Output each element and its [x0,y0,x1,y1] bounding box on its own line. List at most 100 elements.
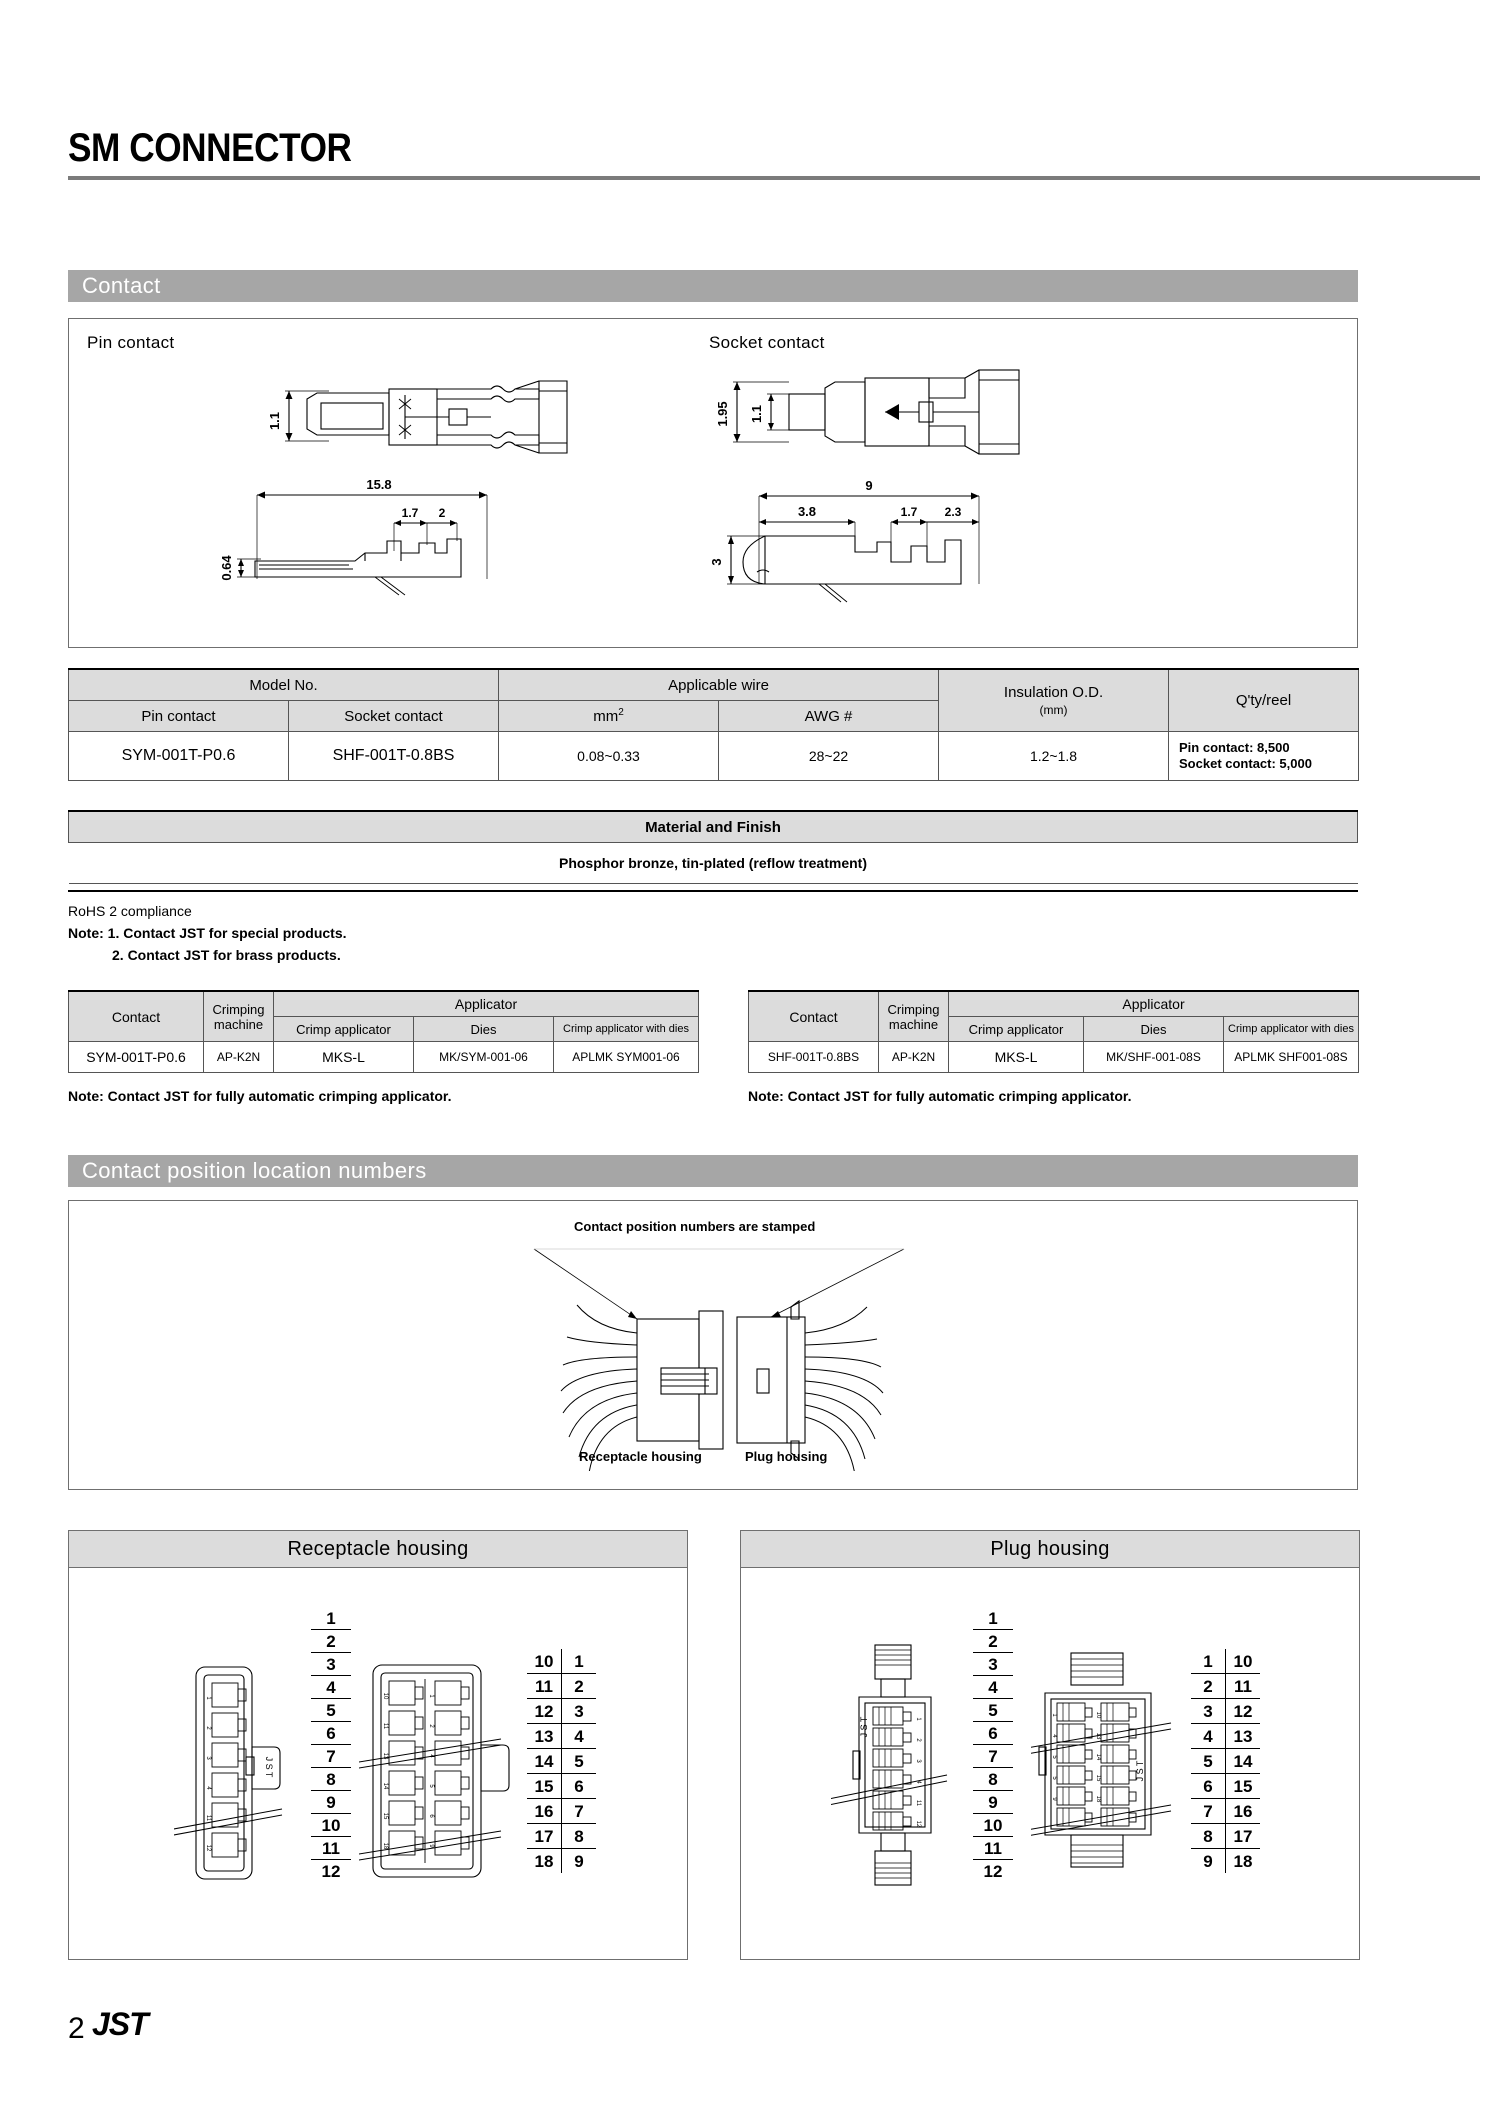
num-left: 2 [1191,1674,1226,1698]
app-left-note: Note: Contact JST for fully automatic cr… [68,1088,452,1104]
material-and-finish-table: Material and Finish Phosphor bronze, tin… [68,810,1358,884]
crimping-line1: Crimping [212,1001,265,1017]
svg-text:5: 5 [428,1784,434,1788]
svg-text:18: 18 [1095,1796,1101,1803]
list-item: 2 [973,1630,1013,1653]
list-item: 9 [973,1791,1013,1814]
housing-pair-drawing [533,1248,905,1471]
num-right: 7 [574,1802,584,1821]
list-item: 10 1 [527,1649,596,1674]
svg-text:3: 3 [915,1759,921,1763]
label-receptacle-housing: Receptacle housing [579,1449,702,1464]
table-row: SYM-001T-P0.6 SHF-001T-0.8BS 0.08~0.33 2… [68,731,1360,781]
app-right-value-contact: SHF-001T-0.8BS [748,1041,879,1073]
specification-table: Model No. Applicable wire Insulation O.D… [68,668,1360,781]
page-number: 2 [68,2012,85,2045]
app-right-value-crimping-machine: AP-K2N [878,1041,949,1073]
insulation-od-text: Insulation O.D. [1003,683,1104,701]
svg-text:1: 1 [205,1696,211,1700]
app-left-value-crimp-applicator: MKS-L [273,1041,414,1073]
num-right: 16 [1233,1802,1253,1821]
num-left: 4 [1191,1724,1226,1748]
table-row: SHF-001T-0.8BS AP-K2N MKS-L MK/SHF-001-0… [748,1041,1359,1073]
spec-header-insulation-od: Insulation O.D. (mm) [938,668,1170,732]
spec-subheader-socket-contact: Socket contact [288,700,499,732]
rohs-note: RoHS 2 compliance [68,903,192,919]
num-left: 14 [527,1749,562,1773]
svg-text:10: 10 [1095,1712,1101,1719]
contact-position-box: Contact position numbers are stamped [68,1200,1358,1490]
num-left: 7 [1191,1799,1226,1823]
num-right: 1 [574,1652,584,1671]
socket-contact-side-drawing: 9 3.8 1.7 2.3 3 [709,478,980,603]
svg-text:5: 5 [1051,1776,1057,1780]
num-left: 1 [1191,1649,1226,1673]
page-title: SM CONNECTOR [68,126,352,170]
svg-text:13: 13 [382,1753,388,1760]
svg-text:6: 6 [428,1814,434,1818]
plug-housing-title: Plug housing [741,1531,1359,1568]
num-right: 12 [1233,1702,1253,1721]
list-item: 3 [311,1653,351,1676]
svg-text:4: 4 [1051,1734,1057,1738]
svg-text:9: 9 [1051,1797,1057,1801]
list-item: 11 [973,1837,1013,1860]
svg-text:10: 10 [382,1693,388,1700]
list-item: 7 [311,1745,351,1768]
material-bottom-rule [68,890,1358,892]
socket-dim-3: 3 [709,558,724,565]
num-right: 11 [1234,1677,1252,1696]
app-right-value-dies: MK/SHF-001-08S [1083,1041,1224,1073]
list-item: 10 [311,1814,351,1837]
num-left: 16 [527,1799,562,1823]
list-item: 2 11 [1191,1674,1260,1699]
receptacle-housing-title: Receptacle housing [69,1531,687,1568]
svg-text:11: 11 [205,1815,211,1822]
socket-dim-1-7: 1.7 [901,505,918,519]
spec-header-applicable-wire: Applicable wire [497,668,940,701]
qty-socket: Socket contact: 5,000 [1179,756,1312,771]
svg-text:15: 15 [1095,1775,1101,1782]
section-header-contact: Contact [68,270,1358,302]
list-item: 4 [973,1676,1013,1699]
plug-housing-panel: Plug housing [740,1530,1360,1960]
app-left-value-contact: SYM-001T-P0.6 [68,1041,204,1073]
app-right-header-dies: Dies [1083,1016,1224,1042]
pin-dim-2: 2 [439,506,446,520]
list-item: 12 [983,1862,1003,1881]
mm2-text: mm [593,708,619,725]
crimping-line2: machine [888,1016,939,1032]
num-right: 3 [574,1702,584,1721]
table-row: SYM-001T-P0.6 AP-K2N MKS-L MK/SYM-001-06… [68,1041,699,1073]
qty-pin: Pin contact: 8,500 [1179,739,1290,755]
app-right-header-crimping-machine: Crimping machine [878,990,949,1042]
list-item: 8 [311,1768,351,1791]
mm2-superscript: 2 [618,707,624,718]
num-right: 6 [574,1777,584,1796]
num-right: 9 [574,1852,584,1871]
num-left: 8 [1191,1824,1226,1848]
app-left-header-crimp-applicator: Crimp applicator [273,1016,414,1042]
num-left: 11 [527,1674,562,1698]
num-left: 10 [527,1649,562,1673]
num-left: 3 [1191,1699,1226,1723]
jst-logo: JST [92,2006,149,2042]
num-right: 15 [1233,1777,1253,1796]
socket-contact-label: Socket contact [709,333,825,352]
num-right: 14 [1233,1752,1253,1771]
spec-header-model-no: Model No. [68,668,499,701]
jst-brand-mark: J S T [264,1757,274,1778]
stamped-callout-label: Contact position numbers are stamped [574,1219,816,1234]
svg-text:12: 12 [205,1845,211,1852]
num-left: 13 [527,1724,562,1748]
spec-header-qty-reel: Q'ty/reel [1168,668,1360,732]
pin-dim-0-64: 0.64 [219,555,234,581]
list-item: 9 [311,1791,351,1814]
